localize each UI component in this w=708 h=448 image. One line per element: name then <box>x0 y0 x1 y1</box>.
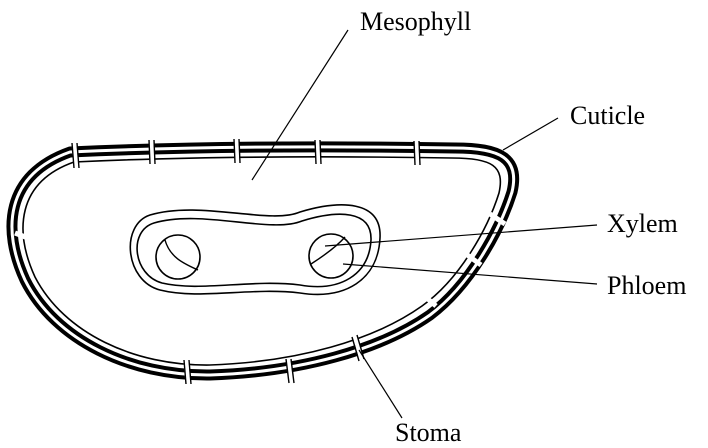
xylem-label: Xylem <box>607 211 678 237</box>
mesophyll-label: Mesophyll <box>360 9 471 35</box>
phloem-label: Phloem <box>607 273 686 299</box>
cuticle-leader <box>503 118 558 150</box>
cuticle-outer-band <box>12 147 514 375</box>
epidermis-inner-line <box>23 157 500 365</box>
stoma-leader <box>359 350 402 418</box>
stoma-gap <box>118 323 132 344</box>
left-vein-circle <box>156 235 200 279</box>
stoma-gap <box>317 140 318 164</box>
stoma-gap <box>65 283 80 297</box>
right-vein-circle <box>309 234 353 278</box>
left-vein-division <box>165 240 198 270</box>
vascular-bundle-outer <box>130 205 380 294</box>
stoma-gap <box>416 141 417 165</box>
xylem-leader <box>325 225 597 246</box>
vascular-bundle-inner <box>137 214 371 286</box>
cuticle-label: Cuticle <box>570 103 645 129</box>
right-vein-division <box>311 237 345 264</box>
stoma-gap <box>421 293 436 306</box>
stoma-label: Stoma <box>395 420 461 446</box>
stoma-gap <box>151 140 152 164</box>
stoma-gap <box>236 139 237 163</box>
